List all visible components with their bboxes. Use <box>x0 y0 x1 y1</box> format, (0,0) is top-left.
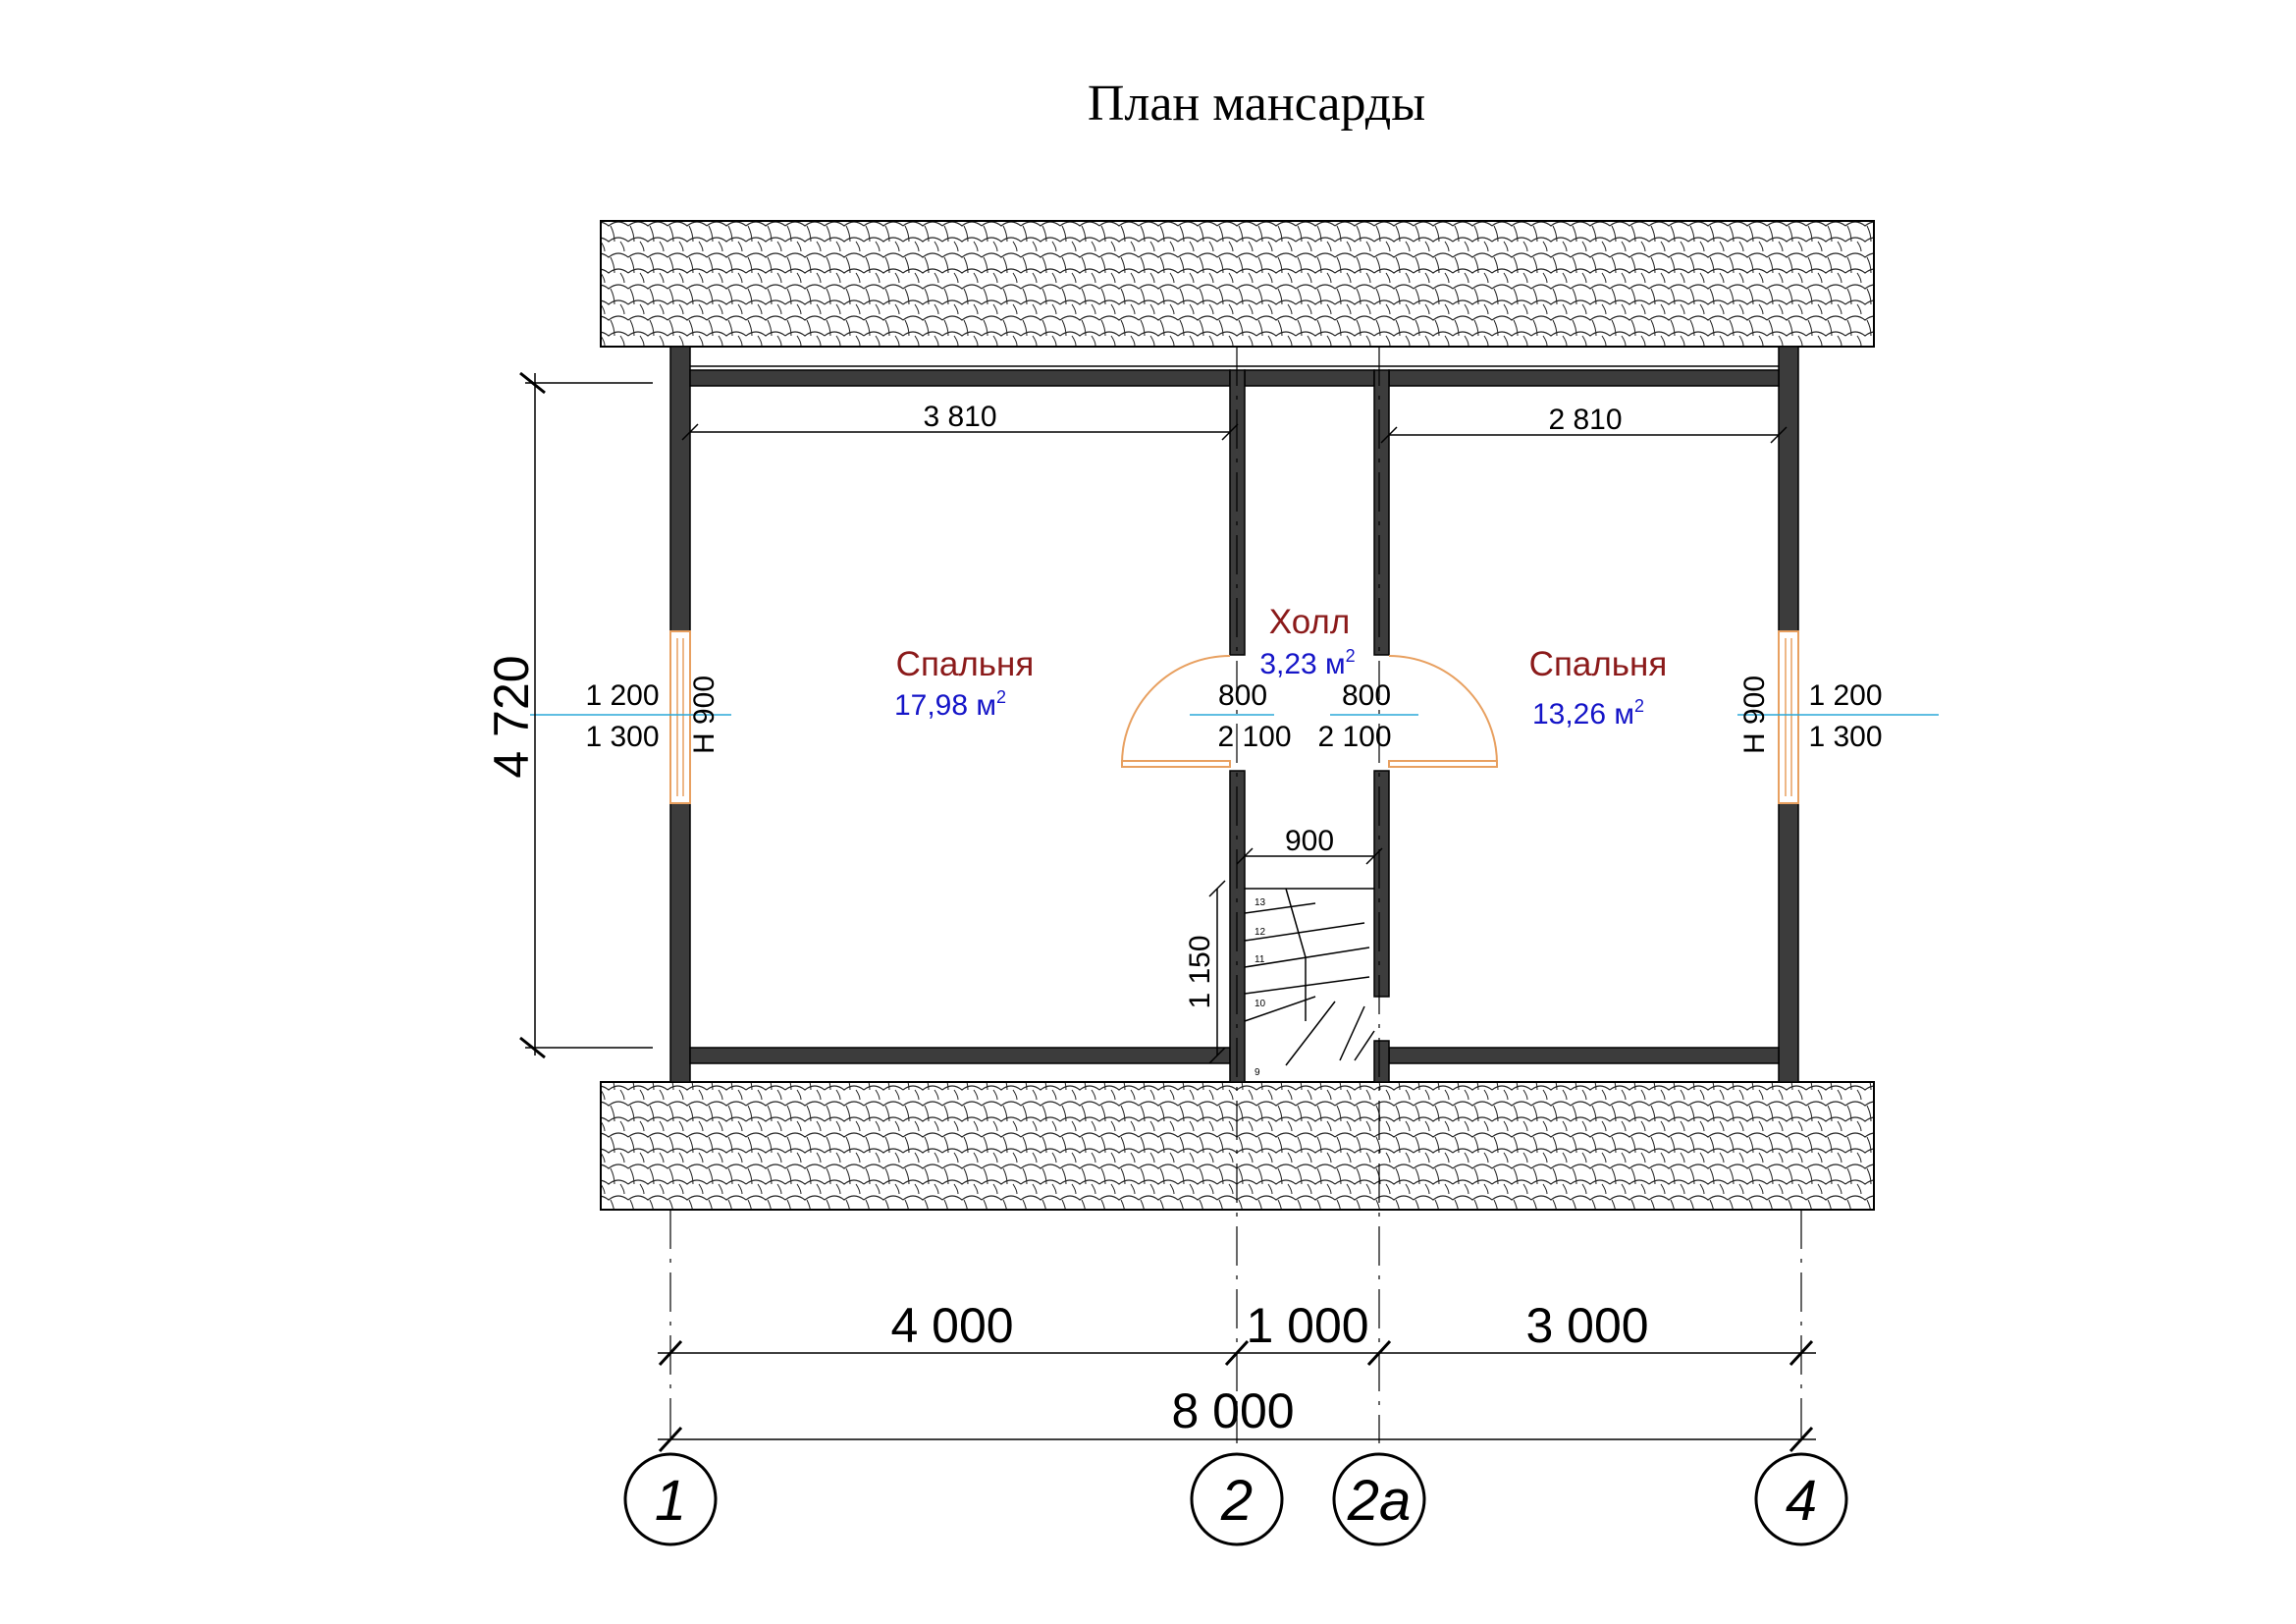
door-right <box>1388 655 1498 768</box>
dim-span-3: 3 000 <box>1525 1298 1648 1353</box>
step-11: 11 <box>1255 954 1265 965</box>
door-right-height: 2 100 <box>1317 721 1391 753</box>
step-12: 12 <box>1255 927 1266 938</box>
door-left <box>1121 655 1231 768</box>
window-left-width: 1 200 <box>585 679 659 712</box>
window-right-width: 1 200 <box>1808 679 1882 712</box>
window-right-sill: 1 300 <box>1808 721 1882 753</box>
room-left-area: 17,98 м2 <box>894 687 1006 722</box>
axis-bubble-4: 4 <box>1754 1452 1848 1546</box>
roof-tiles-top <box>600 220 1875 348</box>
room-right-name: Спальня <box>1529 645 1668 683</box>
room-left-name: Спальня <box>896 645 1035 683</box>
window-left <box>669 630 691 804</box>
svg-text:2а: 2а <box>1347 1469 1412 1533</box>
room-hall-name: Холл <box>1269 603 1351 641</box>
plan-title: План мансарды <box>1088 76 1425 132</box>
dim-right-room-width: 2 810 <box>1548 404 1622 436</box>
axis-bubble-2: 2 <box>1190 1452 1284 1546</box>
staircase: 13 12 11 10 9 <box>1244 888 1375 1078</box>
walls <box>669 346 1799 1083</box>
svg-text:1: 1 <box>655 1469 686 1533</box>
svg-text:4: 4 <box>1786 1469 1817 1533</box>
dim-stair-width: 900 <box>1285 825 1334 857</box>
dim-total: 8 000 <box>1171 1383 1294 1438</box>
window-left-sill: 1 300 <box>585 721 659 753</box>
bottom-dimensions <box>658 1339 1816 1453</box>
dim-span-1: 4 000 <box>890 1298 1013 1353</box>
axis-bubble-2a: 2а <box>1332 1452 1426 1546</box>
window-left-height: Н 900 <box>688 676 721 754</box>
step-10: 10 <box>1255 999 1266 1009</box>
step-9: 9 <box>1255 1067 1260 1078</box>
dim-depth: 4 720 <box>484 655 539 778</box>
depth-dimension <box>519 371 653 1059</box>
room-right-area: 13,26 м2 <box>1532 696 1644 731</box>
room-hall-area: 3,23 м2 <box>1259 646 1355 680</box>
svg-text:2: 2 <box>1220 1469 1253 1533</box>
door-left-height: 2 100 <box>1217 721 1291 753</box>
axis-bubble-1: 1 <box>623 1452 718 1546</box>
step-13: 13 <box>1255 897 1266 908</box>
door-left-width: 800 <box>1218 679 1267 712</box>
door-right-width: 800 <box>1342 679 1391 712</box>
axis-lines <box>669 347 1802 1443</box>
window-right <box>1778 630 1799 804</box>
dim-span-2: 1 000 <box>1246 1298 1368 1353</box>
dim-stair-length: 1 150 <box>1184 935 1216 1008</box>
window-right-height: Н 900 <box>1738 676 1771 754</box>
dim-left-room-width: 3 810 <box>923 401 996 433</box>
